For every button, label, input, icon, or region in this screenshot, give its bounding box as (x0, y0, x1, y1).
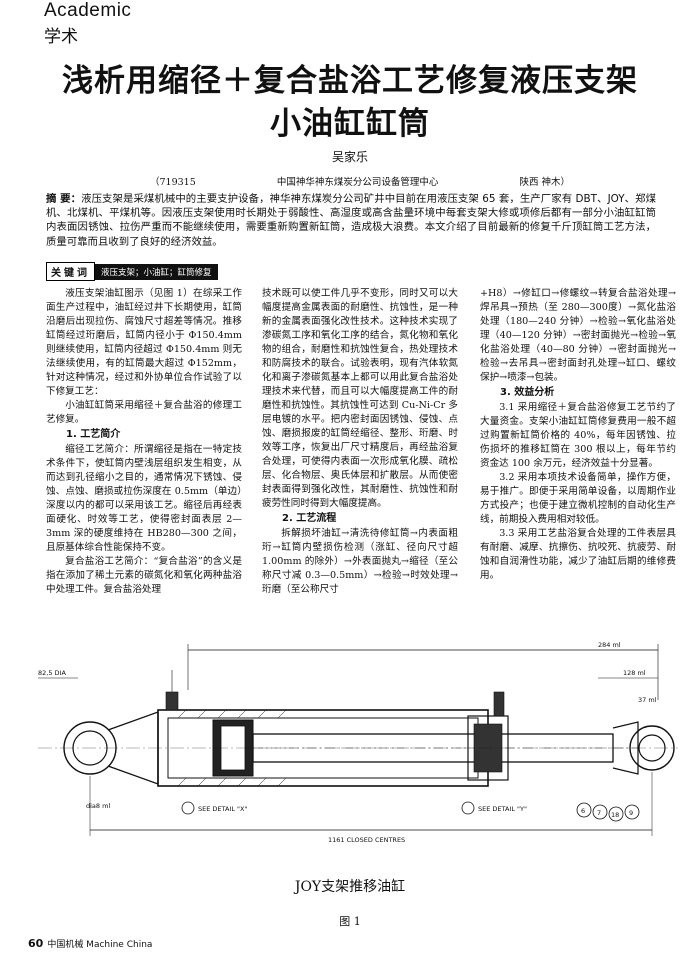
balloon: 9 (629, 809, 633, 817)
paragraph: +H8）→修缸口→修螺纹→转复合盐浴处理→焊吊具→预热（至 280—300度）→… (480, 288, 676, 383)
page-number: 60 (28, 937, 44, 950)
paragraph: 3.3 采用工艺盐浴复合处理的工件表层具有耐磨、减摩、抗擦伤、抗咬死、抗疲劳、耐… (480, 528, 676, 581)
column-1: 液压支架油缸图示（见图 1）在综采工作面生产过程中，油缸经过井下长期使用，缸筒沿… (46, 287, 242, 597)
figure-number: 图 1 (339, 915, 361, 928)
affiliation-code: （719315 (150, 177, 196, 188)
abstract-text: 液压支架是采煤机械中的主要支护设备，神华神东煤炭分公司矿井中目前在用液压支架 6… (46, 193, 656, 248)
abstract-label: 摘 要： (46, 193, 82, 205)
paragraph: 小油缸缸筒采用缩径＋复合盐浴的修理工艺修复。 (46, 400, 242, 425)
dim-left-label: 82,5 DIA (38, 669, 66, 677)
paragraph: 复合盐浴工艺简介：“复合盐浴”的含义是指在添加了稀土元素的碳氮化和氧化两种盐浴中… (46, 556, 242, 595)
paragraph: 液压支架油缸图示（见图 1）在综采工作面生产过程中，油缸经过井下长期使用，缸筒沿… (46, 288, 242, 397)
section-heading: 1. 工艺简介 (66, 429, 121, 440)
affiliation-org: 中国神华神东煤炭分公司设备管理中心 (276, 177, 439, 188)
section-heading: 2. 工艺流程 (282, 513, 337, 524)
section-label-en: Academic (44, 0, 132, 21)
section-label-cn: 学术 (44, 27, 78, 47)
detail-right-label: SEE DETAIL "Y" (478, 805, 527, 813)
paragraph: 3.1 采用缩径＋复合盐浴修复工艺节约了大量资金。支架小油缸缸筒修复费用一般不超… (480, 402, 676, 469)
figure-caption: JOY支架推移油缸 (294, 879, 406, 895)
journal-name: 中国机械 Machine China (47, 940, 153, 950)
column-3: +H8）→修缸口→修螺纹→转复合盐浴处理→焊吊具→预热（至 280—300度）→… (480, 287, 676, 583)
affiliation: （719315 中国神华神东煤炭分公司设备管理中心 陕西 神木） (150, 174, 570, 188)
column-2: 技术既可以使工件几乎不变形，同时又可以大幅度提高金属表面的耐磨性、抗蚀性，是一种… (262, 287, 458, 597)
affiliation-place: 陕西 神木） (519, 177, 570, 188)
paragraph: 技术既可以使工件几乎不变形，同时又可以大幅度提高金属表面的耐磨性、抗蚀性，是一种… (262, 288, 458, 509)
keywords: 关键词 液压支架；小油缸；缸筒修复 (46, 262, 218, 281)
paragraph: 3.2 采用本项技术设备简单，操作方便，易于推广。即便于采用简单设备，以周期作业… (480, 472, 676, 525)
cylinder-drawing: 284 ml 128 ml 37 ml 82,5 DIA SEE DETAIL … (38, 641, 678, 844)
section-heading: 3. 效益分析 (500, 387, 555, 398)
paragraph: 拆解损坏油缸→清洗待修缸筒→内表面粗珩→缸筒内壁损伤检测（涨缸、径向尺寸超 1.… (262, 528, 458, 595)
dim-right2-label: 37 ml (638, 696, 657, 704)
author: 吴家乐 (331, 150, 368, 164)
balloon: 18 (611, 811, 619, 819)
balloon: 7 (597, 809, 601, 817)
balloon: 6 (581, 807, 585, 815)
abstract: 摘 要：液压支架是采煤机械中的主要支护设备，神华神东煤炭分公司矿井中目前在用液压… (46, 192, 656, 249)
dim-right1-label: 128 ml (623, 669, 646, 677)
detail-left-label: SEE DETAIL "X" (198, 805, 247, 813)
title-line-2: 小油缸缸筒 (270, 106, 430, 142)
dia-label: dia8 ml (86, 802, 110, 810)
keywords-text: 液压支架；小油缸；缸筒修复 (95, 263, 218, 280)
keywords-label: 关键词 (46, 262, 95, 281)
dim-bottom-label: 1161 CLOSED CENTRES (328, 836, 405, 844)
dim-top-label: 284 ml (598, 641, 621, 649)
part-balloons: 6 7 18 9 (576, 802, 640, 822)
paragraph: 缩径工艺简介：所谓缩径是指在一特定技术条件下，使缸筒内壁浅层组织发生相变，从而达… (46, 444, 242, 553)
title-line-1: 浅析用缩径＋复合盐浴工艺修复液压支架 (62, 63, 638, 99)
